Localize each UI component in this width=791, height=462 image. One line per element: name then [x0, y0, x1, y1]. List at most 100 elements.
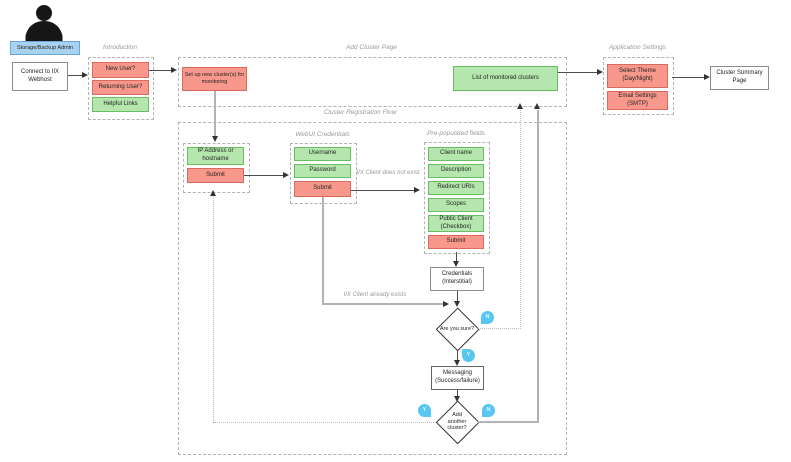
- decision-are-you-sure[interactable]: Are you sure?: [435, 307, 481, 353]
- node-label: Submit: [313, 185, 332, 192]
- node-label: Returning User?: [98, 83, 143, 90]
- node-scopes[interactable]: Scopes: [428, 198, 484, 212]
- actor-label-text: Storage/Backup Admin: [17, 45, 73, 51]
- arrow-areyousure-to-messaging: [457, 350, 458, 362]
- section-title-prepopulated-fields: Pre-populated fields: [427, 130, 485, 137]
- node-label: Helpful Links: [103, 100, 138, 107]
- node-label: New User?: [105, 66, 136, 73]
- node-new-user[interactable]: New User?: [92, 62, 149, 78]
- line-already-exists-v: [322, 197, 324, 304]
- arrow-webui-to-prepopulated: [351, 190, 415, 191]
- arrowhead: [454, 301, 460, 307]
- node-password[interactable]: Password: [294, 164, 351, 178]
- node-client-name[interactable]: Client name: [428, 147, 484, 161]
- decision-marker-no-icon: N: [482, 404, 495, 417]
- marker-letter: Y: [466, 351, 471, 358]
- node-webui-submit[interactable]: Submit: [294, 181, 351, 197]
- node-select-theme[interactable]: Select Theme (Day/Night): [607, 64, 668, 88]
- section-title-application-settings: Application Settings: [608, 44, 667, 51]
- arrow-messaging-to-addanother: [457, 390, 458, 399]
- node-label: IP Address or hostname: [197, 148, 234, 162]
- node-label: Messaging (Success/failure): [435, 370, 480, 384]
- decision-marker-yes-icon: Y: [418, 404, 431, 417]
- group-host-form: [183, 143, 250, 193]
- line-already-exists-h: [322, 303, 444, 305]
- node-connect-webhost[interactable]: Connect to IIX Webhost: [12, 62, 68, 91]
- arrow-hostsubmit-to-webui: [244, 175, 284, 176]
- section-title-introduction: Introduction: [103, 44, 137, 51]
- node-label: Set up new cluster(s) for monitoring: [184, 71, 245, 85]
- node-label: Redirect URIs: [437, 184, 475, 191]
- node-prepopulated-submit[interactable]: Submit: [428, 235, 484, 249]
- arrowhead: [82, 72, 88, 78]
- marker-letter: N: [485, 313, 490, 320]
- line-areyousure-no-h: [478, 328, 521, 329]
- node-label: Public Client (Checkbox): [439, 215, 473, 230]
- node-email-settings[interactable]: Email Settings (SMTP): [607, 91, 668, 110]
- node-label: Cluster Summary Page: [716, 70, 763, 84]
- node-label: List of monitored clusters: [472, 74, 539, 81]
- decision-marker-yes-icon: Y: [462, 349, 475, 362]
- line-addanother-yes-h: [214, 422, 436, 423]
- node-helpful-links[interactable]: Helpful Links: [92, 97, 149, 112]
- node-cluster-summary[interactable]: Cluster Summary Page: [710, 66, 769, 90]
- node-monitored-clusters-list[interactable]: List of monitored clusters: [453, 66, 558, 91]
- line-setup-to-hostform: [214, 91, 216, 137]
- node-label: Submit: [446, 238, 466, 245]
- marker-letter: N: [486, 406, 491, 413]
- line-addanother-no-v: [537, 110, 539, 422]
- arrow-newuser-to-addcluster: [149, 70, 172, 71]
- arrow-connect-to-intro: [68, 75, 83, 76]
- group-webui-credentials: [290, 143, 357, 204]
- arrowhead: [414, 187, 420, 193]
- actor-label: Storage/Backup Admin: [10, 41, 80, 55]
- node-credentials-interstitial[interactable]: Credentials (Interstitial): [430, 267, 484, 291]
- arrowhead: [283, 172, 289, 178]
- node-description[interactable]: Description: [428, 164, 484, 178]
- section-title-webui-credentials: WebUI Credentials: [295, 131, 350, 138]
- node-label: Credentials (Interstitial): [441, 271, 473, 285]
- arrowhead: [534, 103, 540, 109]
- node-label: Select Theme (Day/Night): [619, 68, 656, 82]
- section-application-settings: [603, 57, 674, 115]
- node-ip-address[interactable]: IP Address or hostname: [187, 147, 244, 165]
- edge-label-client-already-exists: IIX Client already exists: [343, 292, 407, 298]
- section-title-cluster-registration-flow: Cluster Registration Flow: [323, 109, 397, 116]
- node-connect-label: Connect to IIX Webhost: [20, 68, 60, 83]
- arrowhead: [597, 69, 603, 75]
- arrow-credentials-to-areyousure: [457, 291, 458, 303]
- node-username[interactable]: Username: [294, 147, 351, 161]
- section-cluster-registration-flow: [178, 122, 567, 455]
- node-messaging[interactable]: Messaging (Success/failure): [431, 366, 484, 390]
- arrowhead: [453, 261, 459, 267]
- section-add-cluster-page: [178, 57, 567, 107]
- arrowhead: [454, 360, 460, 366]
- node-redirect-uris[interactable]: Redirect URIs: [428, 181, 484, 195]
- node-public-client[interactable]: Public Client (Checkbox): [428, 215, 484, 232]
- decision-label: Add another cluster?: [447, 412, 467, 432]
- line-addanother-yes-v: [213, 196, 214, 423]
- decision-add-another-cluster[interactable]: Add another cluster?: [435, 400, 481, 446]
- arrow-prepopulated-to-credentials: [456, 252, 457, 263]
- node-label: Submit: [206, 171, 225, 178]
- section-title-add-cluster-page: Add Cluster Page: [346, 44, 397, 51]
- section-introduction: [88, 57, 154, 120]
- node-label: Password: [309, 167, 336, 174]
- node-returning-user[interactable]: Returning User?: [92, 80, 149, 95]
- node-setup-cluster[interactable]: Set up new cluster(s) for monitoring: [182, 67, 247, 91]
- arrow-list-to-appsettings: [558, 72, 598, 73]
- marker-letter: Y: [422, 406, 427, 413]
- node-label: Username: [308, 150, 337, 157]
- arrowhead: [210, 190, 216, 196]
- decision-label: Are you sure?: [439, 325, 475, 332]
- line-addanother-no-h: [478, 421, 539, 423]
- node-label: Scopes: [445, 201, 466, 208]
- arrow-theme-to-summary: [672, 77, 705, 78]
- node-label: Client name: [439, 150, 472, 157]
- arrowhead: [454, 396, 460, 402]
- decision-marker-no-icon: N: [481, 311, 494, 324]
- arrowhead: [212, 136, 218, 142]
- person-icon: [25, 5, 63, 41]
- node-host-submit[interactable]: Submit: [187, 168, 244, 183]
